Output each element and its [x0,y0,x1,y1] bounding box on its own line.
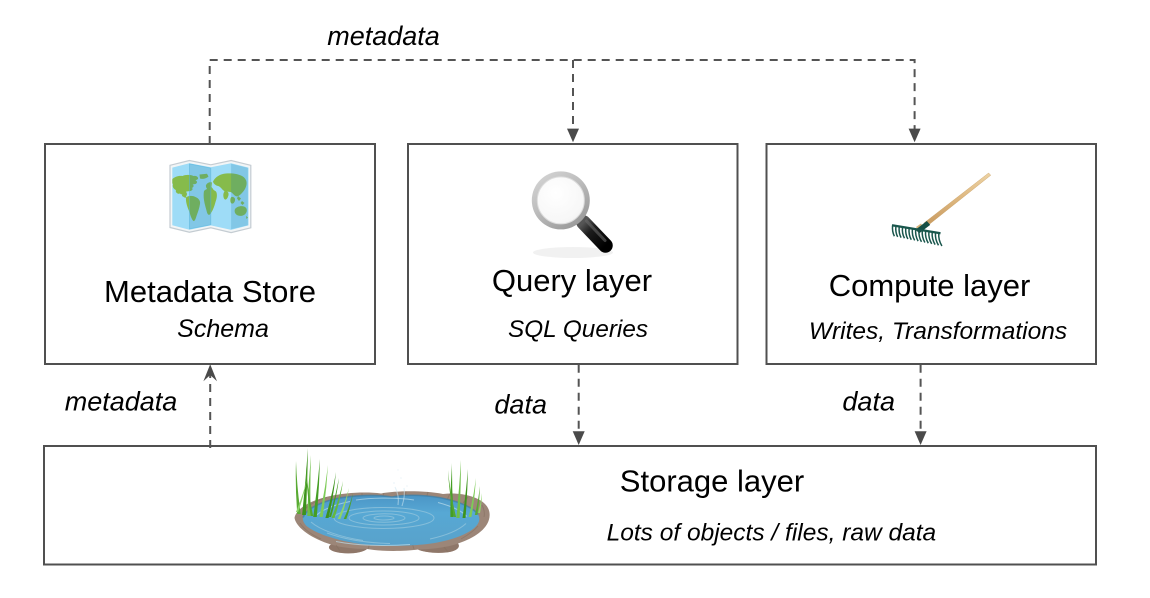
svg-text:metadata: metadata [327,21,440,51]
svg-text:Metadata Store: Metadata Store [104,274,316,309]
svg-text:Query layer: Query layer [492,263,652,298]
svg-text:data: data [842,387,895,417]
svg-text:metadata: metadata [65,387,178,417]
svg-text:Lots of objects / files, raw d: Lots of objects / files, raw data [607,519,937,546]
svg-text:Compute layer: Compute layer [829,268,1031,303]
svg-text:Storage layer: Storage layer [620,464,804,499]
svg-text:Writes, Transformations: Writes, Transformations [809,318,1067,345]
svg-text:SQL Queries: SQL Queries [508,316,648,343]
svg-text:Schema: Schema [177,315,269,343]
svg-text:data: data [494,390,547,420]
